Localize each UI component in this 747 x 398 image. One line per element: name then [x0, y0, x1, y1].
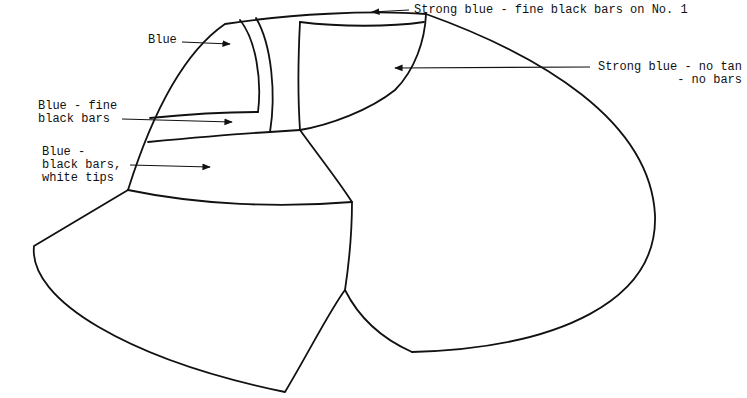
region-label: Blue - fine black bars: [38, 100, 122, 126]
leader-line: [182, 42, 230, 44]
region-line: [299, 22, 301, 130]
mid-divider: [300, 130, 352, 290]
top-strip: [300, 22, 424, 26]
lower-lobe: [34, 190, 345, 392]
outer-outline: [128, 12, 655, 352]
leader-line: [122, 119, 232, 122]
band-arc: [256, 18, 273, 132]
region-label: Strong blue - fine black bars on No. 1: [414, 4, 714, 17]
band-line: [150, 112, 258, 118]
lobe-top: [128, 190, 352, 205]
leader-line: [372, 10, 409, 12]
region-label: Blue: [148, 34, 188, 47]
band-line: [148, 130, 300, 142]
leader-line: [395, 67, 590, 68]
region-label: Strong blue - no tan - no bars: [596, 61, 742, 87]
leader-line: [130, 165, 210, 167]
lobe-divider: [345, 290, 412, 352]
region-line: [300, 14, 426, 130]
region-label: Blue - black bars, white tips: [42, 146, 126, 185]
band-arc: [240, 20, 259, 112]
